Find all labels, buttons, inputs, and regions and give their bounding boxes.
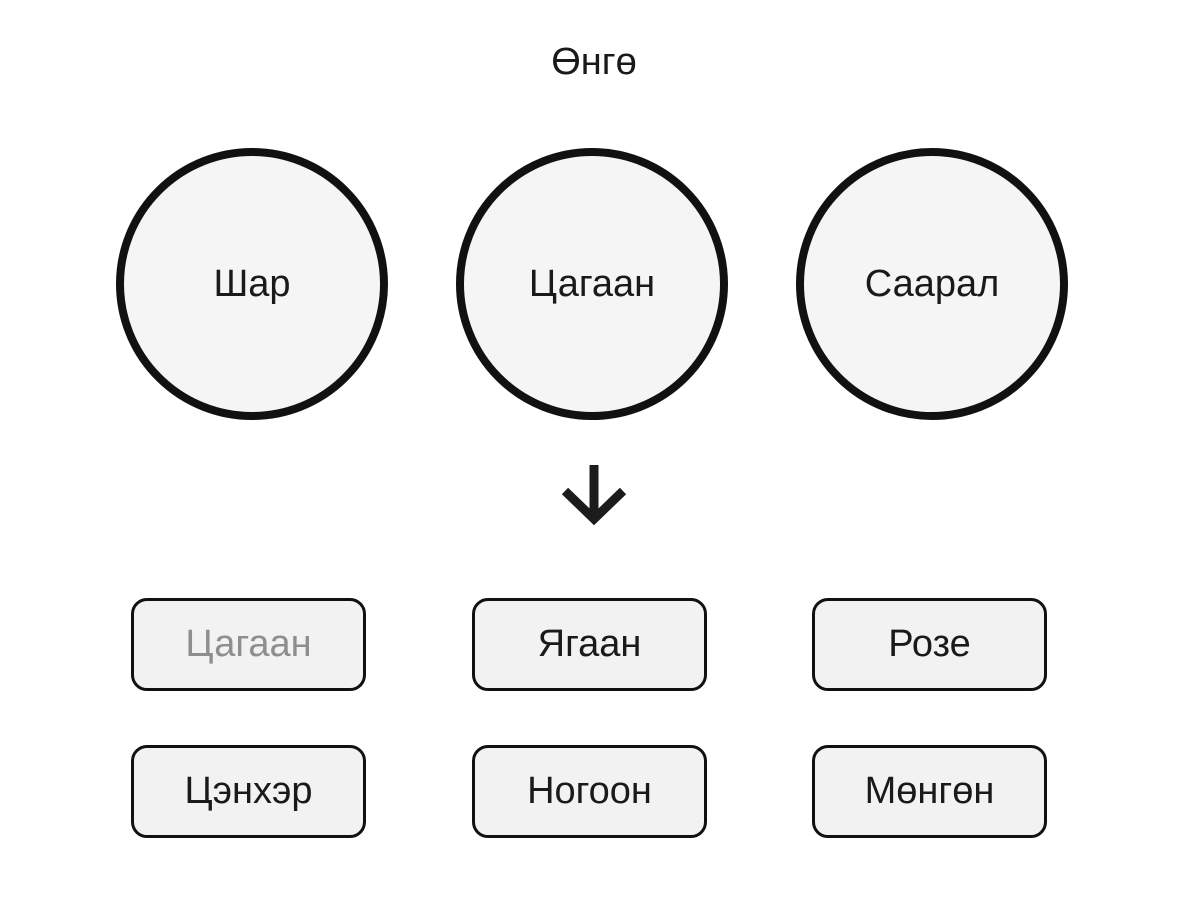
option-label: Розе: [888, 623, 971, 665]
option-button-roze[interactable]: Розе: [812, 598, 1047, 691]
option-label: Ягаан: [537, 623, 642, 665]
circle-word-shar: Шар: [116, 148, 388, 420]
circle-word-label: Саарал: [864, 262, 1000, 305]
circle-word-saaral: Саарал: [796, 148, 1068, 420]
option-button-tsagaan[interactable]: Цагаан: [131, 598, 366, 691]
option-label: Ногоон: [527, 770, 652, 812]
option-button-mongon[interactable]: Мөнгөн: [812, 745, 1047, 838]
down-arrow-icon: [552, 458, 636, 542]
option-button-yagaan[interactable]: Ягаан: [472, 598, 707, 691]
option-label: Мөнгөн: [864, 770, 995, 812]
option-button-tsenher[interactable]: Цэнхэр: [131, 745, 366, 838]
circle-word-tsagaan: Цагаан: [456, 148, 728, 420]
option-label: Цагаан: [185, 623, 312, 665]
circle-word-label: Шар: [213, 262, 291, 305]
circle-word-label: Цагаан: [528, 262, 656, 305]
option-label: Цэнхэр: [184, 770, 313, 812]
page-title: Өнгө: [551, 41, 637, 83]
option-button-nogoon[interactable]: Ногоон: [472, 745, 707, 838]
